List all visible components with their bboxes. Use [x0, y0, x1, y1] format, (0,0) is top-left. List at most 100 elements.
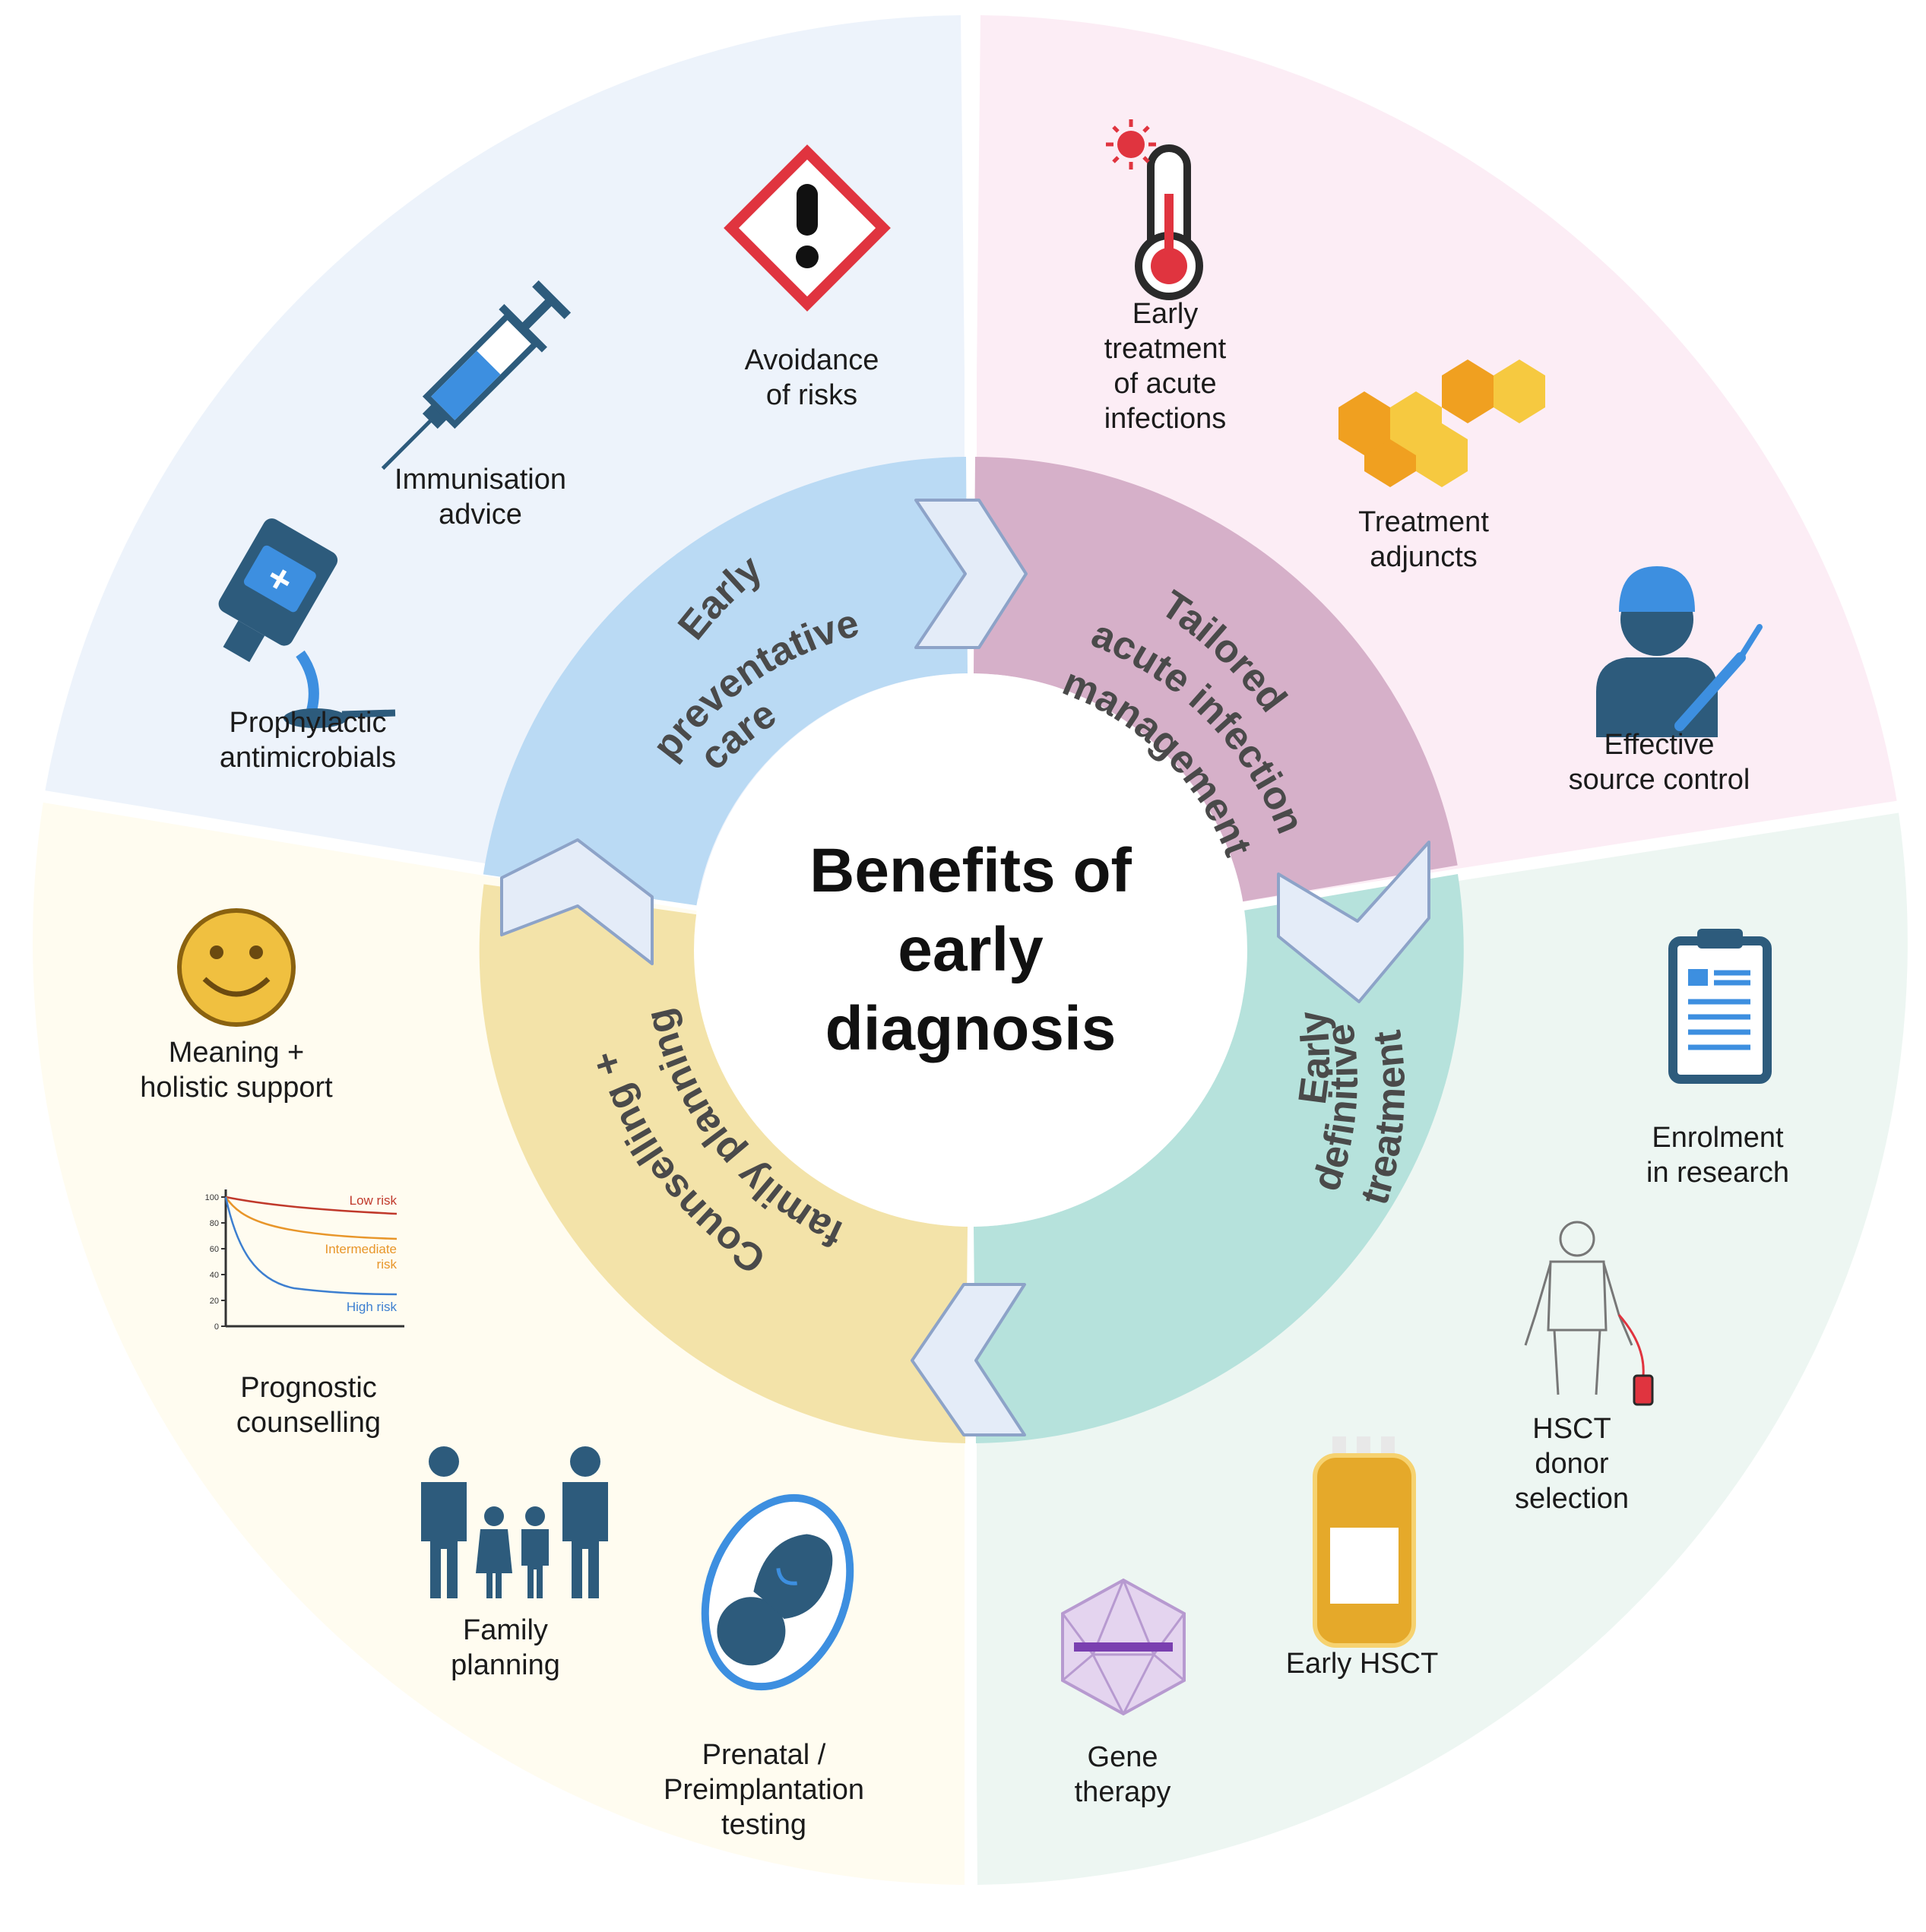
liquid-stream [296, 650, 319, 712]
fetus-body [753, 1534, 833, 1620]
hexagon [1494, 359, 1545, 423]
bag-label [1330, 1528, 1399, 1604]
body-arm-left [1524, 1262, 1552, 1346]
body-torso [1547, 1260, 1608, 1332]
surgeon-icon [1596, 566, 1763, 737]
label-enrolment-in-research: Enrolment in research [1646, 1122, 1789, 1189]
syringe-needle [381, 419, 432, 470]
label-prognostic-counselling: Prognostic counselling [236, 1372, 382, 1439]
curve-y-tick-label: 40 [210, 1271, 219, 1280]
curve-label-intermediate: risk [377, 1257, 398, 1272]
family-parent [562, 1446, 608, 1598]
label-gene-therapy: Gene therapy [1074, 1741, 1171, 1808]
curve-y-tick-label: 0 [214, 1322, 219, 1332]
spoon-bowl [284, 708, 347, 728]
family-child [476, 1506, 512, 1598]
curve-y-tick-label: 20 [210, 1297, 219, 1306]
hazard-warning-icon [724, 144, 891, 312]
segment-counselling [479, 884, 968, 1443]
syringe-icon [381, 280, 572, 470]
chevron-up-icon [500, 838, 654, 965]
curve-label-high: High risk [347, 1300, 398, 1314]
surgeon-cap [1619, 566, 1695, 612]
blood-pouch [1633, 1374, 1654, 1406]
clipboard-clip [1697, 929, 1743, 949]
flow-arrows [500, 499, 1430, 1436]
label-family-planning: Family planning [451, 1614, 560, 1681]
segment-acute [974, 457, 1458, 902]
inner-ring [479, 457, 1464, 1443]
curve-label-low: Low risk [350, 1193, 398, 1208]
smiley-icon [177, 908, 296, 1027]
label-hsct-donor-selection: HSCT donor selection [1515, 1413, 1629, 1515]
center-title: Benefits of early diagnosis [809, 836, 1132, 1063]
curve-high-risk [224, 1196, 398, 1296]
label-source-control: Effective source control [1568, 729, 1750, 796]
syringe-hub [422, 403, 448, 429]
hexagons-icon [1338, 359, 1545, 487]
family-icon [421, 1446, 608, 1598]
label-prenatal-testing: Prenatal / Preimplantation testing [663, 1739, 865, 1841]
bottle: + [218, 518, 338, 663]
bottle-neck [223, 620, 265, 663]
label-early-hsct: Early HSCT [1285, 1648, 1439, 1680]
segment-definitive [974, 874, 1464, 1443]
chevron-right-icon [914, 499, 1028, 649]
thermo-fluid [1164, 194, 1174, 266]
spoon-handle [341, 709, 396, 718]
segment-preventative [483, 457, 968, 906]
syringe-thumb [532, 280, 572, 319]
curve-y-tick-label: 100 [205, 1193, 219, 1202]
label-avoidance-of-risks: Avoidance of risks [744, 344, 879, 411]
curve-y-ticks: 100 80 60 40 20 0 [205, 1193, 226, 1332]
scalpel-handle [1674, 652, 1746, 731]
fetus-icon [701, 1493, 854, 1691]
hexagon [1390, 391, 1442, 455]
curve-y-tick-label: 60 [210, 1245, 219, 1254]
virus-vector-icon [1061, 1578, 1186, 1716]
syringe-grip [499, 304, 547, 353]
smiley-face [177, 908, 296, 1027]
label-immunisation-advice: Immunisation advice [394, 464, 566, 531]
curve-low-risk [225, 1196, 398, 1215]
center-circle [694, 673, 1247, 1227]
chevron-down-icon [1277, 841, 1430, 1003]
body-leg-left [1553, 1329, 1560, 1395]
curve-label-intermediate: Intermediate [325, 1242, 398, 1256]
segment-label-line: Early [1291, 1008, 1338, 1107]
smiley-eye [210, 945, 223, 959]
clipboard-icon [1668, 929, 1772, 1084]
label-early-treatment: Early treatment of acute infections [1104, 298, 1227, 435]
bottle-label [243, 545, 316, 613]
thermometer-icon [1106, 119, 1203, 300]
clipboard-board [1668, 936, 1772, 1084]
body-head [1559, 1221, 1595, 1257]
clipboard-lines [1688, 970, 1750, 1050]
family-child [521, 1506, 549, 1598]
hexagon [1338, 391, 1390, 455]
smiley-eye [249, 945, 263, 959]
blood-bag-icon [1313, 1436, 1416, 1648]
syringe-plunger [518, 298, 553, 334]
family-parent [421, 1446, 467, 1598]
exclamation-bar [797, 184, 818, 236]
curve-intermediate-risk [224, 1196, 398, 1240]
body-leg-right [1595, 1329, 1601, 1395]
exclamation-dot [796, 245, 819, 268]
fetus-head [717, 1597, 786, 1666]
clipboard-box [1688, 969, 1708, 986]
label-prophylactic-antimicrobials: Prophylactic antimicrobials [219, 707, 397, 774]
segment-label-definitive: Early [1291, 1008, 1338, 1107]
dna-strand [1074, 1642, 1173, 1652]
hexagon [1442, 359, 1494, 423]
blood-tube [1617, 1314, 1645, 1376]
label-treatment-adjuncts: Treatment adjuncts [1358, 506, 1489, 573]
label-meaning-holistic-support: Meaning + holistic support [140, 1037, 333, 1104]
umbilical-cord [776, 1567, 797, 1585]
medicine-bottle-icon: + [218, 518, 396, 728]
chevron-left-icon [911, 1283, 1026, 1436]
curve-y-tick-label: 80 [210, 1219, 219, 1228]
